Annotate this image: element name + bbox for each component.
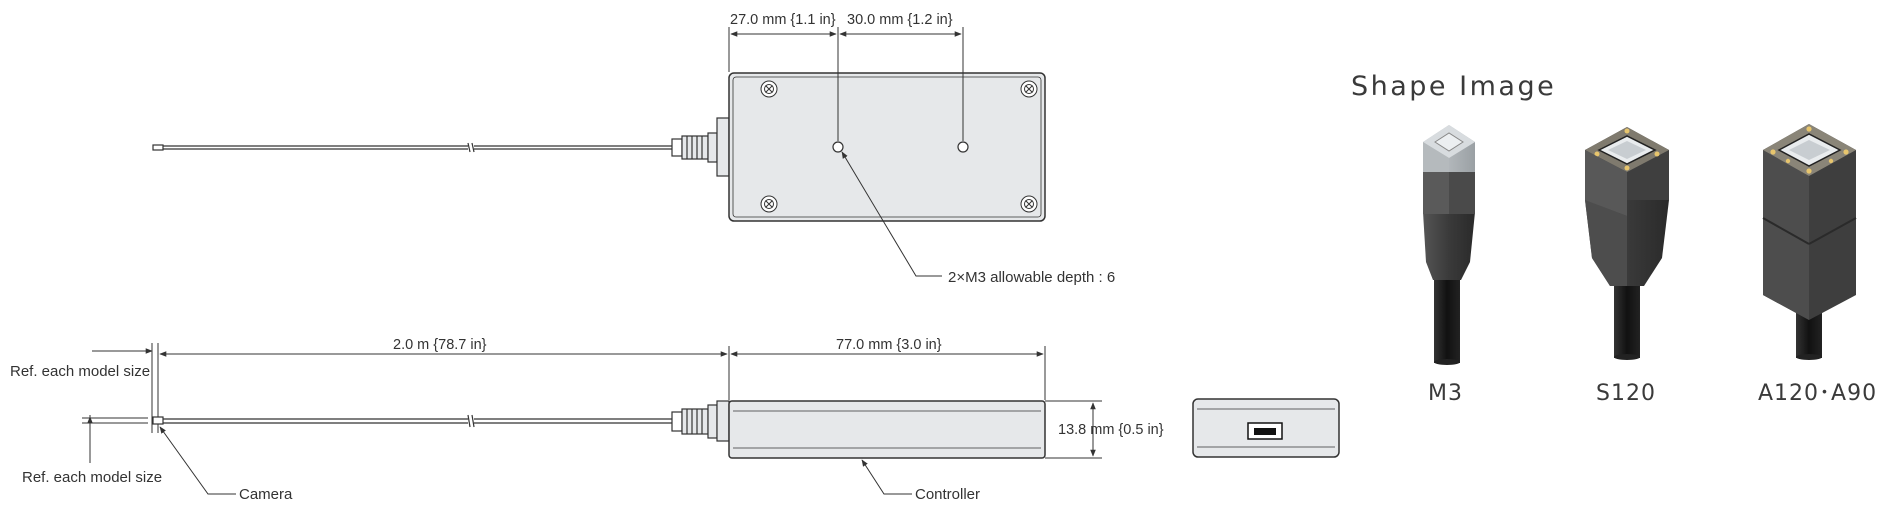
camera-ref-lines [82,343,159,463]
camera-m3-image [1423,125,1475,365]
mount-hole-note: 2×M3 allowable depth : 6 [948,269,1115,286]
dim-controller-length-label: 77.0 mm {3.0 in} [836,337,942,353]
model-label-m3: M3 [1428,381,1463,406]
side-view: Ref. each model size Ref. each model siz… [10,337,1164,503]
controller-body-top [728,72,1046,222]
camera-a120-a90-image [1762,124,1857,360]
dim-27mm-label: 27.0 mm {1.1 in} [730,12,836,28]
controller-leader [861,459,912,495]
camera-head [152,416,164,425]
dim-controller-height-label: 13.8 mm {0.5 in} [1058,422,1164,438]
camera-leader [159,426,236,495]
mount-hole [957,141,969,153]
screw-icon [760,80,778,98]
side-view-connector [671,400,730,442]
model-label-s120: S120 [1596,381,1656,406]
top-dimension-lines [728,27,964,141]
top-view-connector [671,117,730,177]
screw-icon [760,195,778,213]
mount-hole [832,141,844,153]
side-view-cable [163,414,672,428]
model-label-a120-a90: A120･A90 [1758,381,1877,406]
shape-image-panel: Shape Image M3 [1351,71,1877,406]
ref-model-size-top: Ref. each model size [10,363,150,380]
top-view: 27.0 mm {1.1 in} 30.0 mm {1.2 in} 2×M3 a… [152,12,1115,286]
top-view-cable [152,142,672,153]
side-dimension-lines [159,346,1102,459]
mount-hole-leader [841,151,942,277]
shape-image-title: Shape Image [1351,71,1556,102]
screw-icon [1020,80,1038,98]
controller-body-side [728,400,1046,459]
screw-icon [1020,195,1038,213]
usb-port-icon [1247,422,1283,440]
dim-cable-length-label: 2.0 m {78.7 in} [393,337,487,353]
dim-30mm-label: 30.0 mm {1.2 in} [847,12,953,28]
camera-label: Camera [239,486,293,503]
controller-label: Controller [915,486,980,503]
ref-model-size-bottom: Ref. each model size [22,469,162,486]
camera-s120-image [1585,127,1669,360]
end-view [1192,398,1340,458]
